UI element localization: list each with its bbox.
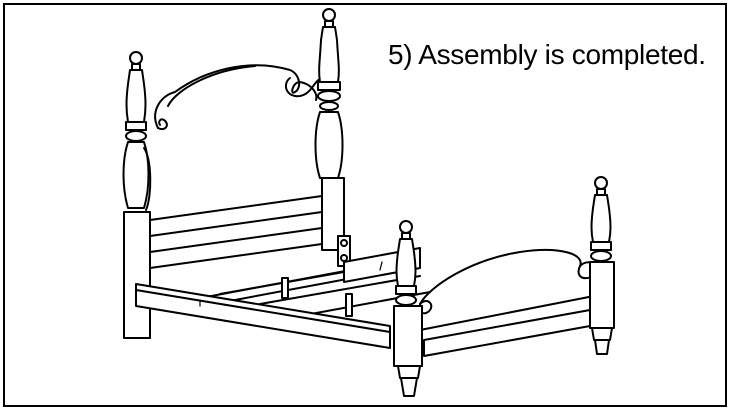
center-leg-2 bbox=[345, 293, 353, 317]
front-right-post bbox=[589, 176, 615, 355]
center-leg-1 bbox=[281, 277, 289, 299]
headboard-rail-top bbox=[149, 195, 323, 237]
headboard-arch-inner bbox=[167, 65, 256, 107]
headboard-scroll-right bbox=[284, 77, 323, 98]
footboard-panel bbox=[419, 248, 595, 331]
headboard-rail-bottom bbox=[149, 227, 323, 269]
step-caption: 5) Assembly is completed. bbox=[388, 39, 706, 70]
back-left-post bbox=[122, 51, 152, 339]
headboard-scroll-left bbox=[157, 118, 168, 130]
back-right-post bbox=[314, 8, 345, 251]
slat-2 bbox=[259, 275, 421, 305]
headboard-arch bbox=[154, 64, 318, 129]
front-left-post bbox=[393, 220, 423, 397]
